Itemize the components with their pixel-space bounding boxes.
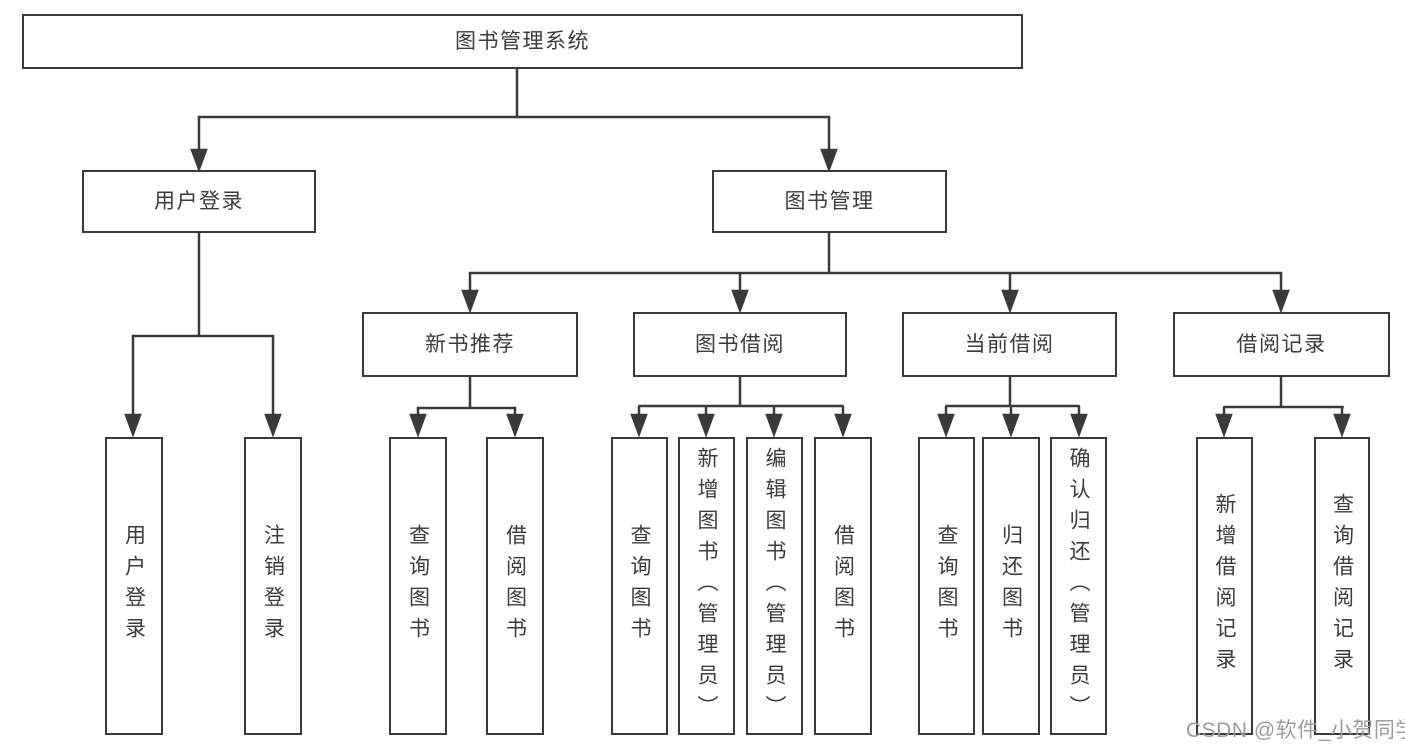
node-book-management: 图书管理 [712, 170, 947, 233]
node-book-borrow: 图书借阅 [633, 312, 847, 377]
node-leaf-add-borrow-record: 新增借阅记录 [1196, 437, 1253, 735]
node-leaf-borrow-book-rec: 借阅图书 [486, 437, 544, 735]
node-leaf-add-book-admin: 新增图书（管理员） [678, 437, 735, 735]
node-new-book-recommend: 新书推荐 [362, 312, 578, 377]
node-leaf-query-borrow-record: 查询借阅记录 [1314, 437, 1370, 735]
csdn-watermark: CSDN @软件_小贺同学 [1186, 719, 1405, 742]
node-leaf-query-book-rec: 查询图书 [389, 437, 447, 735]
node-borrow-record: 借阅记录 [1173, 312, 1390, 377]
node-current-borrow: 当前借阅 [902, 312, 1117, 377]
node-leaf-query-book: 查询图书 [611, 437, 668, 735]
node-user-login: 用户登录 [82, 170, 316, 233]
node-leaf-user-login: 用户登录 [105, 437, 163, 735]
node-leaf-logout: 注销登录 [244, 437, 302, 735]
node-leaf-query-current: 查询图书 [918, 437, 975, 735]
node-leaf-borrow-book: 借阅图书 [814, 437, 872, 735]
node-leaf-return-book: 归还图书 [982, 437, 1040, 735]
node-library-management-system: 图书管理系统 [22, 14, 1023, 69]
node-leaf-edit-book-admin: 编辑图书（管理员） [746, 437, 803, 735]
node-leaf-confirm-return-admin: 确认归还（管理员） [1050, 437, 1107, 735]
